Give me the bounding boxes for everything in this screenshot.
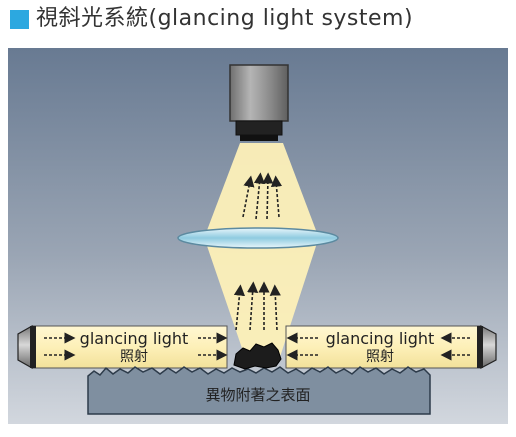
right-bar-arrows — [286, 332, 470, 361]
right-light-cap — [480, 325, 497, 369]
optical-lens — [177, 227, 339, 249]
upper-light-beam — [206, 143, 317, 233]
camera-lens-ring — [240, 135, 278, 141]
right-light-label: glancing light — [326, 329, 435, 348]
section-header: 視斜光系統(glancing light system) — [8, 2, 508, 38]
left-light-label: glancing light — [80, 329, 189, 348]
lower-arrows — [233, 281, 281, 331]
camera-body — [229, 64, 289, 122]
camera-lens-mount — [235, 120, 283, 136]
upper-arrows — [242, 172, 283, 220]
foreign-particle — [233, 342, 282, 370]
page-title: 視斜光系統(glancing light system) — [36, 6, 414, 31]
left-light-cap-band — [30, 326, 36, 368]
right-light-cap-band — [477, 326, 483, 368]
surface-label: 異物附著之表面 — [205, 386, 310, 404]
right-light-sublabel: 照射 — [366, 349, 394, 365]
title-marker — [10, 10, 29, 29]
left-bar-arrows — [44, 332, 228, 361]
rough-surface — [87, 366, 431, 415]
left-light-sublabel: 照射 — [120, 349, 148, 365]
left-light-cap — [17, 324, 33, 370]
